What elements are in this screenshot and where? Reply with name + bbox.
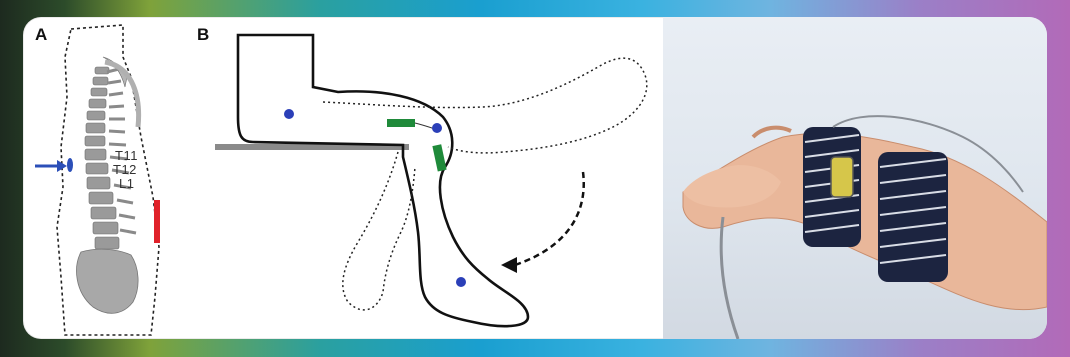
- green-electrode-2: [432, 144, 446, 171]
- vertebra-label-l1: L1: [119, 176, 134, 191]
- vertebra-label-t11: T11: [115, 148, 138, 163]
- red-marker: [154, 200, 160, 243]
- flexion-arrowhead-icon: [501, 257, 517, 273]
- arrow-icon: [35, 158, 73, 172]
- vertebra-label-t12: T12: [113, 162, 137, 177]
- pelvis: [77, 249, 139, 313]
- arm-skin: [683, 133, 1047, 309]
- arm-photo: [663, 17, 1047, 339]
- device-sensor: [831, 157, 853, 197]
- leg-outline-solid: [238, 35, 528, 326]
- figure-panel: A: [23, 17, 1047, 339]
- blue-dot-ankle: [456, 277, 466, 287]
- blue-dot-thigh: [284, 109, 294, 119]
- leg-outline-flexed: [343, 152, 415, 310]
- blue-dot-knee: [432, 123, 442, 133]
- flexion-arrow-path: [515, 172, 584, 265]
- strap-forearm: [878, 152, 948, 282]
- green-electrode-1: [387, 119, 415, 127]
- leg-outline-extended: [323, 58, 647, 153]
- arm-photo-svg: [663, 17, 1047, 339]
- sensor-cable: [721, 217, 738, 339]
- diagram-area: A: [23, 17, 663, 339]
- panel-label-b: B: [197, 25, 209, 45]
